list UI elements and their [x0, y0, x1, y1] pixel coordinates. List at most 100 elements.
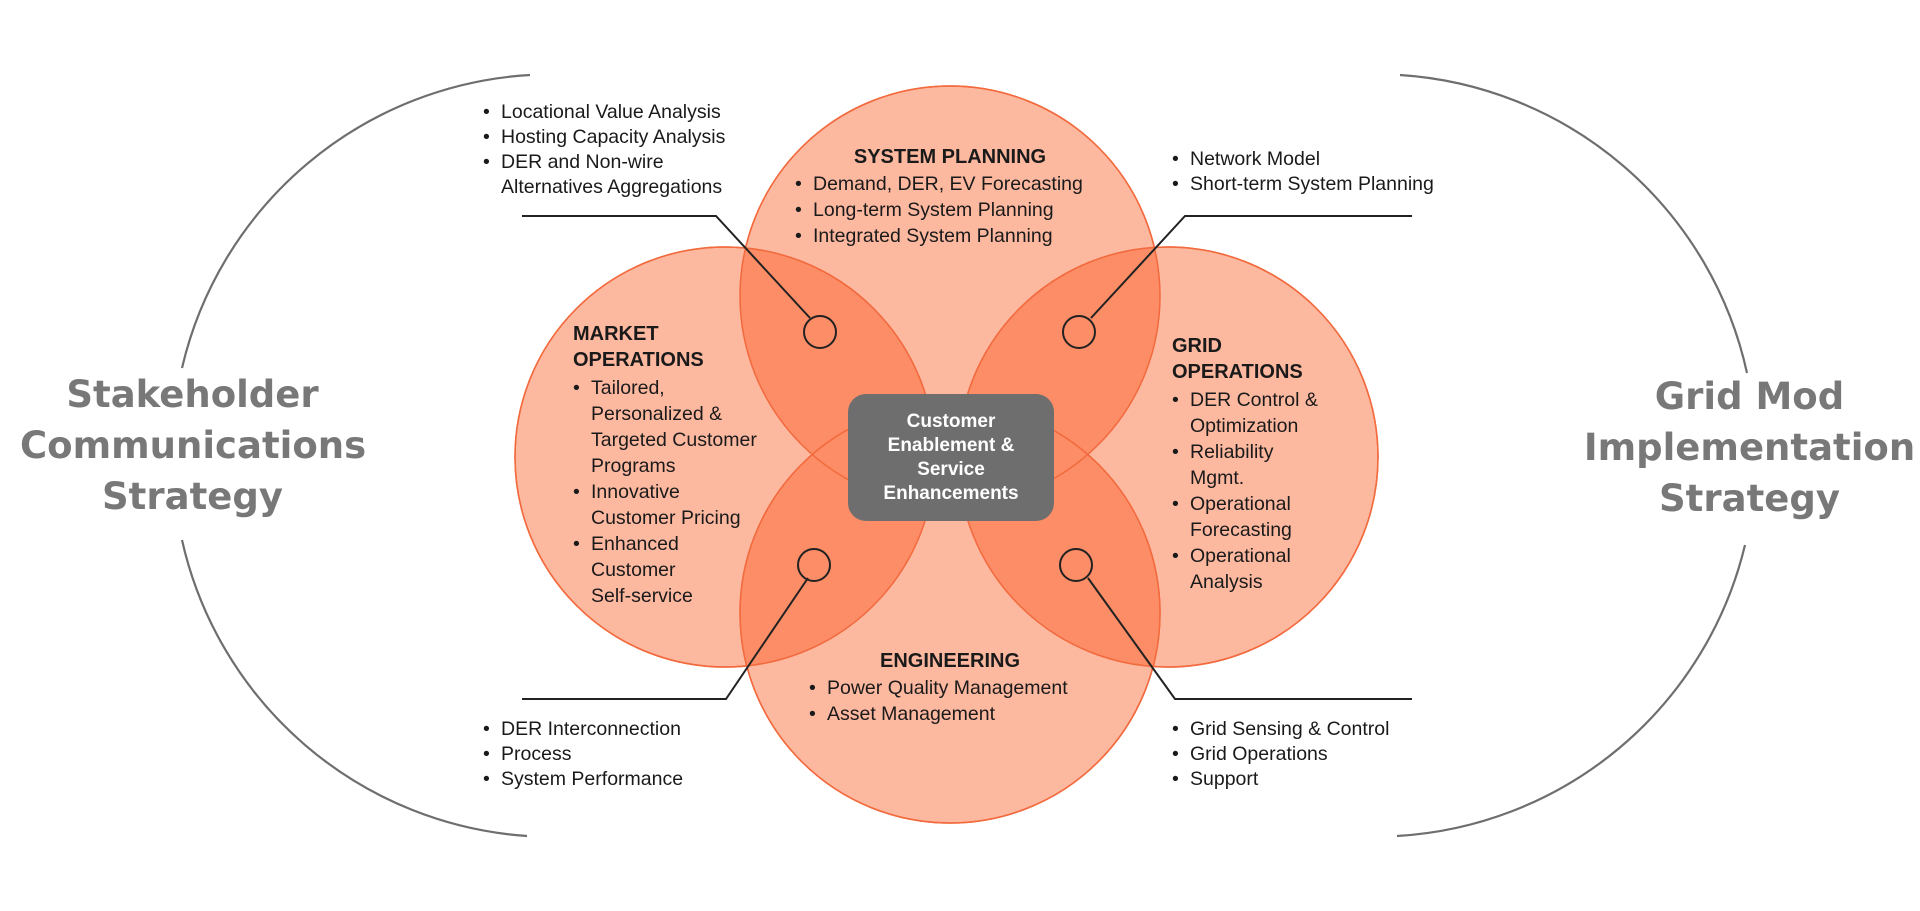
heading-line: GRID: [1172, 335, 1222, 357]
callout-top-left-list: Locational Value Analysis Hosting Capaci…: [481, 100, 725, 200]
list-item-text: Network Model: [1190, 148, 1321, 170]
node-top-left: [803, 315, 837, 349]
overlap-group: [740, 247, 1160, 667]
list-item: Grid Sensing & Control: [1170, 717, 1389, 742]
list-item-text: Analysis: [1190, 571, 1263, 593]
grid-mod-implementation-title: Grid Mod Implementation Strategy: [1577, 371, 1920, 524]
list-item-text: Hosting Capacity Analysis: [501, 126, 726, 148]
leader-bottom-left: [522, 577, 809, 700]
system-planning-list: Demand, DER, EV Forecasting Long-term Sy…: [793, 171, 1083, 249]
overlap-bottom-right: [958, 403, 1160, 667]
list-item: Demand, DER, EV Forecasting: [793, 171, 1083, 197]
list-item-text: Long-term System Planning: [813, 199, 1054, 221]
leader-lines: [522, 215, 1412, 700]
leader-top-left: [522, 215, 811, 319]
list-item-text: Operational: [1190, 545, 1291, 567]
customer-enablement-box: Customer Enablement & Service Enhancemen…: [848, 394, 1054, 521]
list-item-text: System Performance: [501, 768, 684, 790]
engineering-heading: ENGINEERING: [800, 648, 1100, 674]
right-title-line: Implementation: [1583, 426, 1916, 469]
list-item-text: Enhanced: [591, 533, 679, 555]
list-item-text: Customer Pricing: [591, 507, 741, 529]
list-item: Short-term System Planning: [1170, 172, 1434, 197]
right-title-line: Strategy: [1659, 477, 1840, 520]
center-line: Enhancements: [883, 482, 1019, 504]
right-arc-lower: [1396, 544, 1747, 838]
list-item: Tailored, Personalized & Targeted Custom…: [571, 375, 757, 479]
list-item: Network Model: [1170, 147, 1434, 172]
list-item-text: Process: [501, 743, 572, 765]
center-line: Enablement &: [887, 434, 1015, 456]
right-arc-upper: [1399, 73, 1749, 374]
list-item: Asset Management: [807, 701, 1068, 727]
list-item-text: Alternatives Aggregations: [501, 176, 723, 198]
list-item-text: Asset Management: [827, 703, 996, 725]
list-item-text: Grid Operations: [1190, 743, 1328, 765]
list-item-text: Personalized &: [591, 403, 723, 425]
list-item: Process: [481, 742, 683, 767]
list-item: Grid Operations: [1170, 742, 1389, 767]
grid-operations-heading: GRID OPERATIONS: [1172, 333, 1303, 385]
market-operations-heading: MARKET OPERATIONS: [573, 321, 704, 373]
system-planning-heading: SYSTEM PLANNING: [800, 144, 1100, 170]
leader-bottom-right: [1087, 577, 1412, 700]
list-item-text: Short-term System Planning: [1190, 173, 1434, 195]
right-title-line: Grid Mod: [1654, 375, 1845, 418]
node-bottom-left: [797, 548, 831, 582]
list-item-text: Reliability: [1190, 441, 1274, 463]
list-item: Enhanced Customer Self-service: [571, 531, 757, 609]
overlap-bottom-left: [740, 403, 935, 667]
list-item-text: Mgmt.: [1190, 467, 1245, 489]
left-arc-lower: [180, 539, 528, 838]
list-item-text: Programs: [591, 455, 676, 477]
list-item-text: Customer: [591, 559, 676, 581]
leader-top-right: [1090, 215, 1412, 319]
list-item: Reliability Mgmt.: [1170, 439, 1318, 491]
list-item: Locational Value Analysis: [481, 100, 725, 125]
callout-bottom-left-list: DER Interconnection Process System Perfo…: [481, 717, 683, 792]
list-item-text: DER Interconnection: [501, 718, 681, 740]
list-item-text: Support: [1190, 768, 1259, 790]
list-item: DER Interconnection: [481, 717, 683, 742]
overlap-top-right: [958, 247, 1160, 506]
list-item: DER and Non-wire Alternatives Aggregatio…: [481, 150, 725, 200]
center-line: Customer: [906, 410, 996, 432]
list-item: Support: [1170, 767, 1389, 792]
list-item: Integrated System Planning: [793, 223, 1083, 249]
list-item: Innovative Customer Pricing: [571, 479, 757, 531]
left-title-line: Stakeholder: [66, 373, 319, 416]
list-item-text: Grid Sensing & Control: [1190, 718, 1390, 740]
list-item-text: Forecasting: [1190, 519, 1292, 541]
callout-bottom-right-list: Grid Sensing & Control Grid Operations S…: [1170, 717, 1389, 792]
list-item-text: DER Control &: [1190, 389, 1318, 411]
list-item-text: Power Quality Management: [827, 677, 1068, 699]
list-item-text: Tailored,: [591, 377, 665, 399]
market-operations-list: Tailored, Personalized & Targeted Custom…: [571, 375, 757, 609]
left-title-line: Communications: [20, 424, 367, 467]
list-item-text: Demand, DER, EV Forecasting: [813, 173, 1083, 195]
list-item-text: Self-service: [591, 585, 693, 607]
list-item-text: Targeted Customer: [591, 429, 757, 451]
overlap-top-left: [740, 247, 935, 506]
list-item-text: Innovative: [591, 481, 680, 503]
heading-line: OPERATIONS: [1172, 361, 1303, 383]
list-item: Hosting Capacity Analysis: [481, 125, 725, 150]
callout-top-right-list: Network Model Short-term System Planning: [1170, 147, 1434, 197]
node-bottom-right: [1059, 548, 1093, 582]
list-item: Operational Analysis: [1170, 543, 1318, 595]
node-top-right: [1062, 315, 1096, 349]
list-item: Operational Forecasting: [1170, 491, 1318, 543]
list-item-text: Integrated System Planning: [813, 225, 1053, 247]
center-line: Service: [917, 458, 985, 480]
system-planning-title: SYSTEM PLANNING: [853, 146, 1047, 168]
heading-line: OPERATIONS: [573, 349, 704, 371]
engineering-title: ENGINEERING: [879, 650, 1021, 672]
list-item: Long-term System Planning: [793, 197, 1083, 223]
left-arc-upper: [180, 73, 531, 369]
list-item: System Performance: [481, 767, 683, 792]
grid-operations-list: DER Control & Optimization Reliability M…: [1170, 387, 1318, 595]
list-item-text: Operational: [1190, 493, 1291, 515]
list-item: Power Quality Management: [807, 675, 1068, 701]
engineering-list: Power Quality Management Asset Managemen…: [807, 675, 1068, 727]
list-item-text: Optimization: [1190, 415, 1299, 437]
